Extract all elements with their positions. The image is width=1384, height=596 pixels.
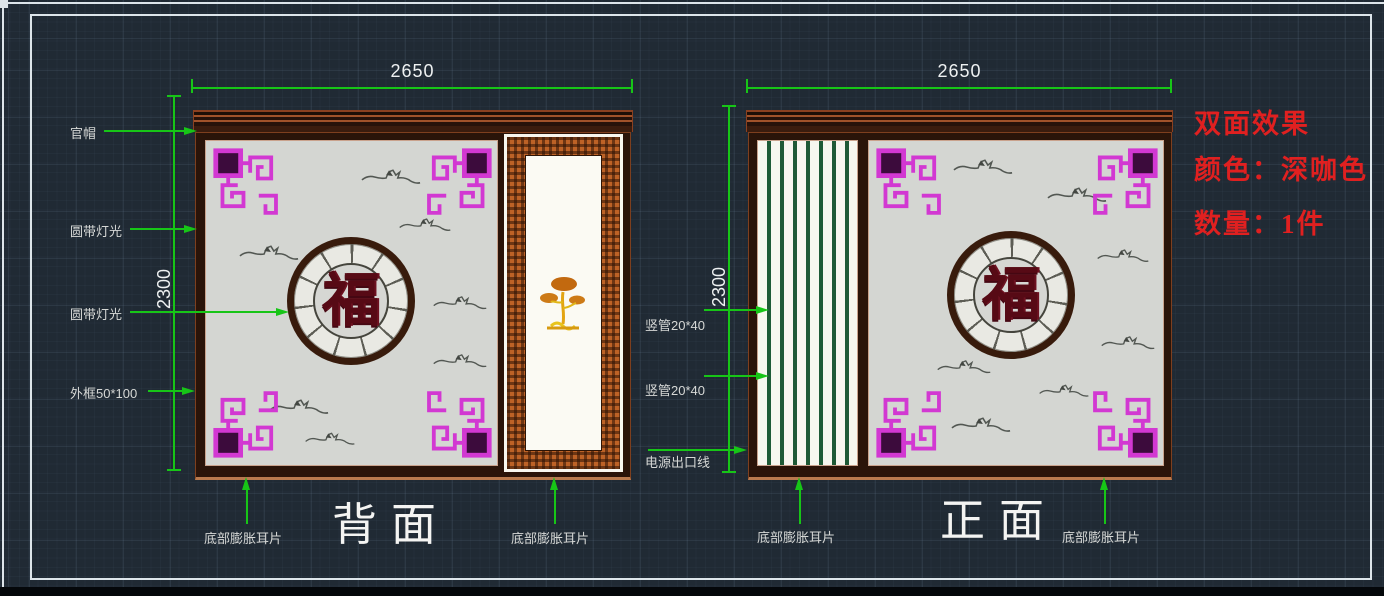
spec-note-quantity: 数量：1件 bbox=[1194, 209, 1326, 239]
view-title-front: 正面 bbox=[940, 496, 1059, 546]
viewport-inner-frame bbox=[30, 14, 1372, 580]
callout-anchor-label: 底部膨胀耳片 bbox=[204, 531, 283, 546]
leader-arrow bbox=[184, 127, 197, 135]
fortune-character: 福 bbox=[321, 268, 380, 333]
viewport-corner-marker bbox=[0, 0, 8, 8]
callout-led-label-2: 圆带灯光 bbox=[70, 307, 123, 322]
panel-cap-rail bbox=[193, 110, 633, 132]
fortune-medallion: 福 bbox=[947, 231, 1075, 359]
spec-note-color: 颜色：深咖色 bbox=[1194, 155, 1368, 185]
spec-notes: 双面效果 颜色：深咖色 数量：1件 bbox=[1194, 102, 1368, 241]
panel-cap-rail bbox=[746, 110, 1173, 132]
leader-line bbox=[1104, 490, 1106, 524]
fortune-character: 福 bbox=[981, 262, 1040, 327]
leader-line bbox=[246, 490, 248, 524]
dim-line-height bbox=[728, 106, 730, 473]
leader-arrow bbox=[795, 477, 803, 490]
fortune-medallion: 福 bbox=[287, 237, 415, 365]
leader-line bbox=[554, 490, 556, 524]
leader-arrow bbox=[756, 372, 769, 380]
view-title-back: 背面 bbox=[332, 500, 451, 550]
canvas-edge bbox=[0, 587, 1384, 596]
leader-arrow bbox=[276, 308, 289, 316]
callout-anchor-label: 底部膨胀耳片 bbox=[1062, 530, 1141, 545]
dim-tick bbox=[746, 79, 748, 93]
leader-arrow bbox=[242, 477, 250, 490]
fret-strip-panel bbox=[504, 134, 623, 472]
slat-field bbox=[757, 140, 858, 466]
leader-line bbox=[104, 130, 184, 132]
dim-tick bbox=[167, 469, 181, 471]
leader-arrow bbox=[184, 225, 197, 233]
dim-value-width: 2650 bbox=[937, 61, 982, 81]
leader-line bbox=[130, 311, 276, 313]
callout-anchor-label: 底部膨胀耳片 bbox=[511, 531, 590, 546]
viewport-border-left bbox=[2, 0, 4, 587]
callout-tube-label-1: 竖管20*40 bbox=[645, 318, 705, 333]
callout-led-label-1: 圆带灯光 bbox=[70, 224, 123, 239]
leader-line bbox=[648, 449, 734, 451]
callout-cap-label: 官帽 bbox=[70, 126, 97, 141]
leader-line bbox=[704, 375, 756, 377]
leader-line bbox=[799, 490, 801, 524]
viewport-border-top bbox=[0, 2, 1384, 4]
dim-tick bbox=[1170, 79, 1172, 93]
callout-tube-label-2: 竖管20*40 bbox=[645, 383, 705, 398]
leader-arrow bbox=[550, 477, 558, 490]
dim-value-width: 2650 bbox=[390, 61, 435, 81]
dim-tick bbox=[191, 79, 193, 93]
leader-line bbox=[704, 309, 756, 311]
leader-arrow bbox=[756, 306, 769, 314]
leader-line bbox=[148, 390, 182, 392]
callout-frame-label: 外框50*100 bbox=[70, 386, 138, 401]
leader-arrow bbox=[734, 446, 747, 454]
dim-tick bbox=[631, 79, 633, 93]
dim-line-width bbox=[192, 87, 633, 89]
spec-note-effect: 双面效果 bbox=[1194, 109, 1310, 139]
callout-power-label: 电源出口线 bbox=[645, 455, 711, 470]
leader-arrow bbox=[1100, 477, 1108, 490]
leader-line bbox=[130, 228, 184, 230]
dim-line-height bbox=[173, 96, 175, 470]
medallion-center: 福 bbox=[313, 263, 389, 339]
dim-line-width bbox=[747, 87, 1172, 89]
medallion-center: 福 bbox=[973, 257, 1049, 333]
leader-arrow bbox=[182, 387, 195, 395]
callout-anchor-label: 底部膨胀耳片 bbox=[757, 530, 836, 545]
